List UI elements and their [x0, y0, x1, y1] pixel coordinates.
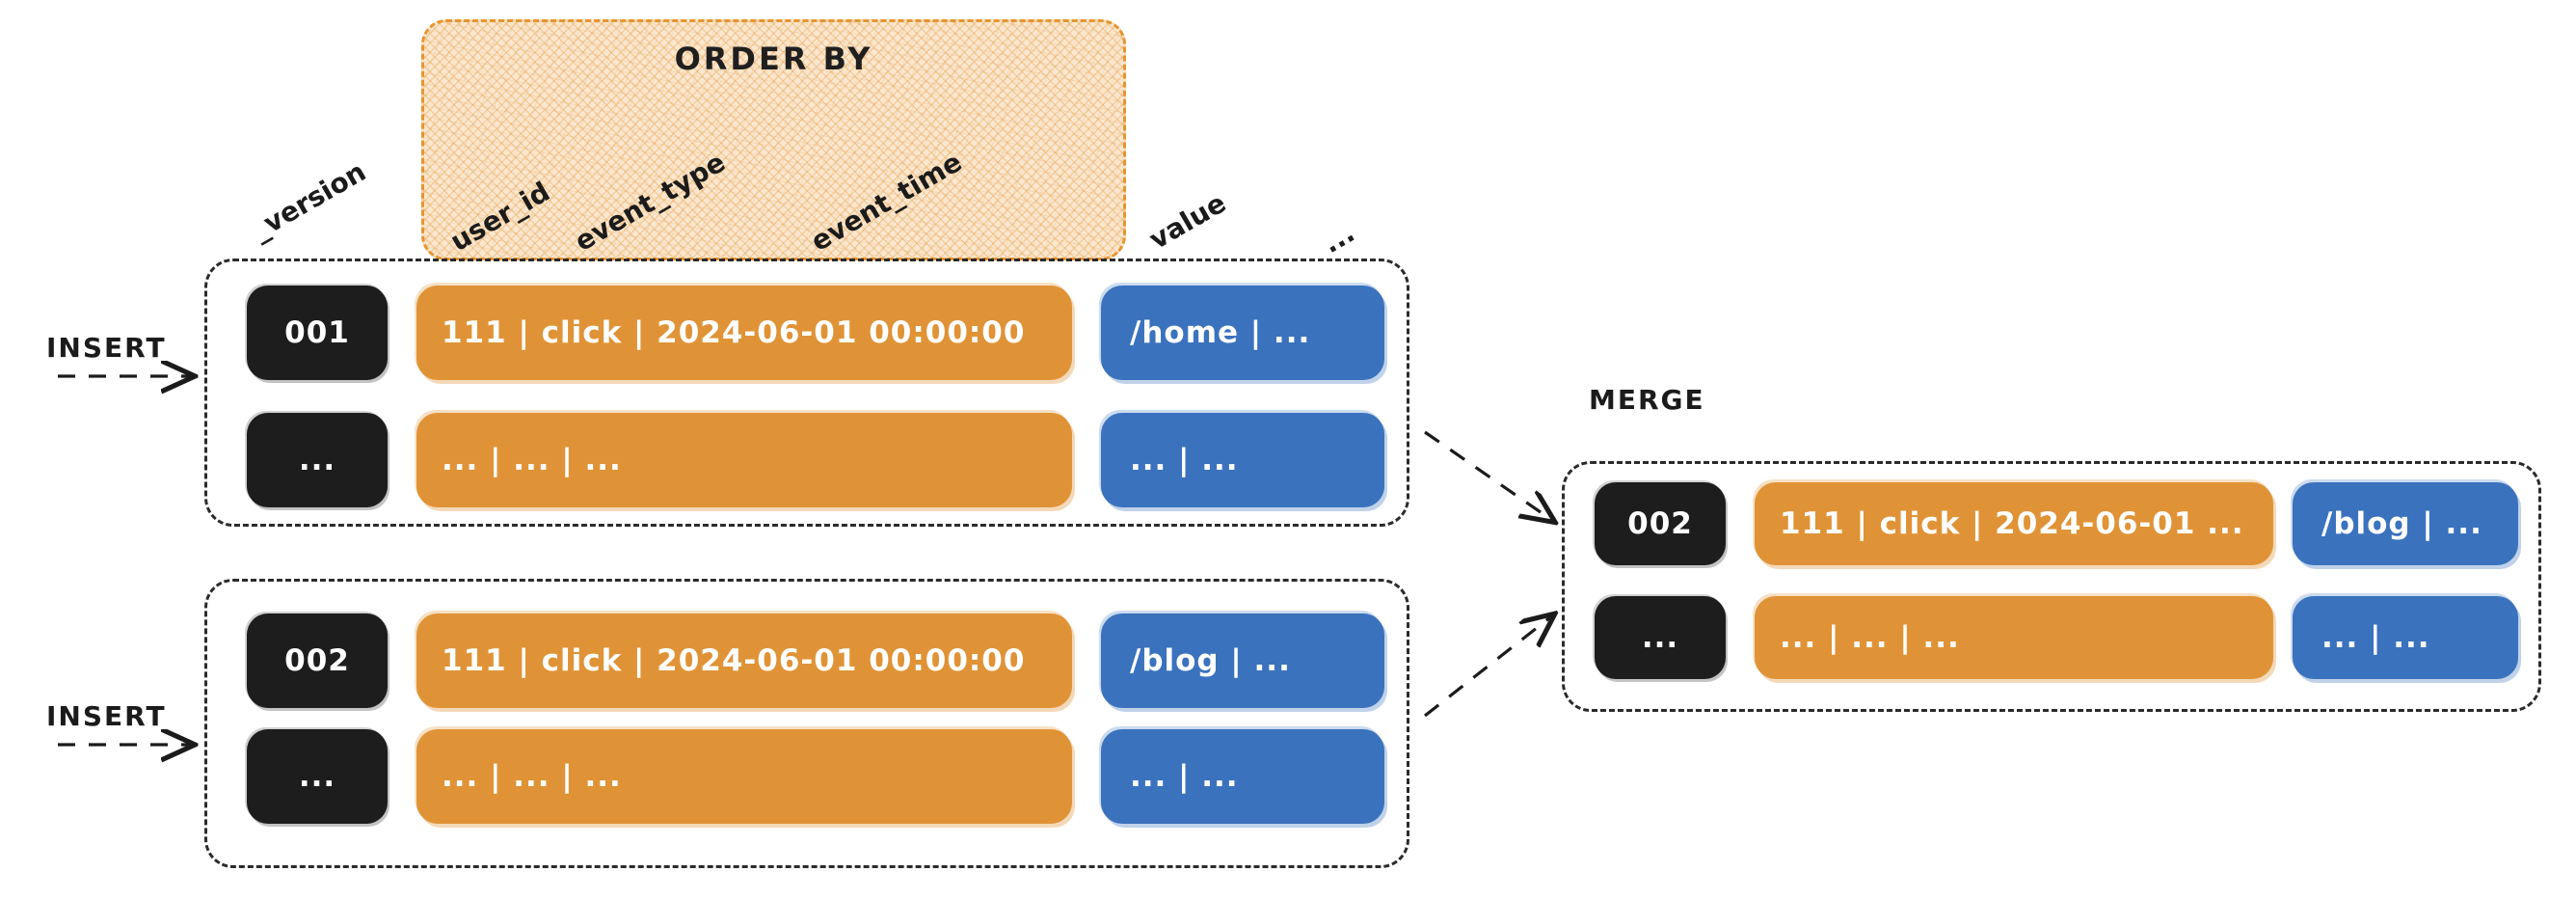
- version-pill-2-1: 002: [247, 613, 388, 708]
- version-pill-1-2: ...: [247, 413, 388, 507]
- version-pill-merge-1: 002: [1595, 482, 1726, 565]
- merge-arrow-from-block-1: [1424, 430, 1550, 519]
- order-by-region: [421, 19, 1126, 260]
- key-pill-merge-1: 111 | click | 2024-06-01 ...: [1755, 482, 2273, 565]
- value-pill-1-1: /home | ...: [1101, 286, 1384, 380]
- version-pill-1-1: 001: [247, 286, 388, 380]
- key-pill-merge-2: ... | ... | ...: [1755, 596, 2273, 679]
- key-pill-2-1: 111 | click | 2024-06-01 00:00:00: [416, 613, 1072, 708]
- column-label-version: _version: [246, 155, 372, 246]
- column-label-ellipsis: ...: [1317, 216, 1360, 259]
- insert-label-2: INSERT: [46, 700, 167, 732]
- value-pill-merge-1: /blog | ...: [2293, 482, 2518, 565]
- value-pill-2-1: /blog | ...: [1101, 613, 1384, 708]
- value-pill-merge-2: ... | ...: [2293, 596, 2518, 679]
- insert-block-2: [204, 579, 1409, 868]
- key-pill-1-1: 111 | click | 2024-06-01 00:00:00: [416, 286, 1072, 380]
- value-pill-2-2: ... | ...: [1101, 729, 1384, 824]
- merge-label: MERGE: [1589, 384, 1705, 416]
- column-label-value: value: [1143, 186, 1232, 256]
- merge-arrow-from-block-2: [1424, 617, 1550, 718]
- value-pill-1-2: ... | ...: [1101, 413, 1384, 507]
- order-by-title: ORDER BY: [674, 41, 873, 77]
- merge-block: [1562, 461, 2541, 712]
- key-pill-2-2: ... | ... | ...: [416, 729, 1072, 824]
- insert-label-1: INSERT: [46, 332, 167, 364]
- insert-block-1: [204, 259, 1409, 527]
- version-pill-2-2: ...: [247, 729, 388, 824]
- key-pill-1-2: ... | ... | ...: [416, 413, 1072, 507]
- version-pill-merge-2: ...: [1595, 596, 1726, 679]
